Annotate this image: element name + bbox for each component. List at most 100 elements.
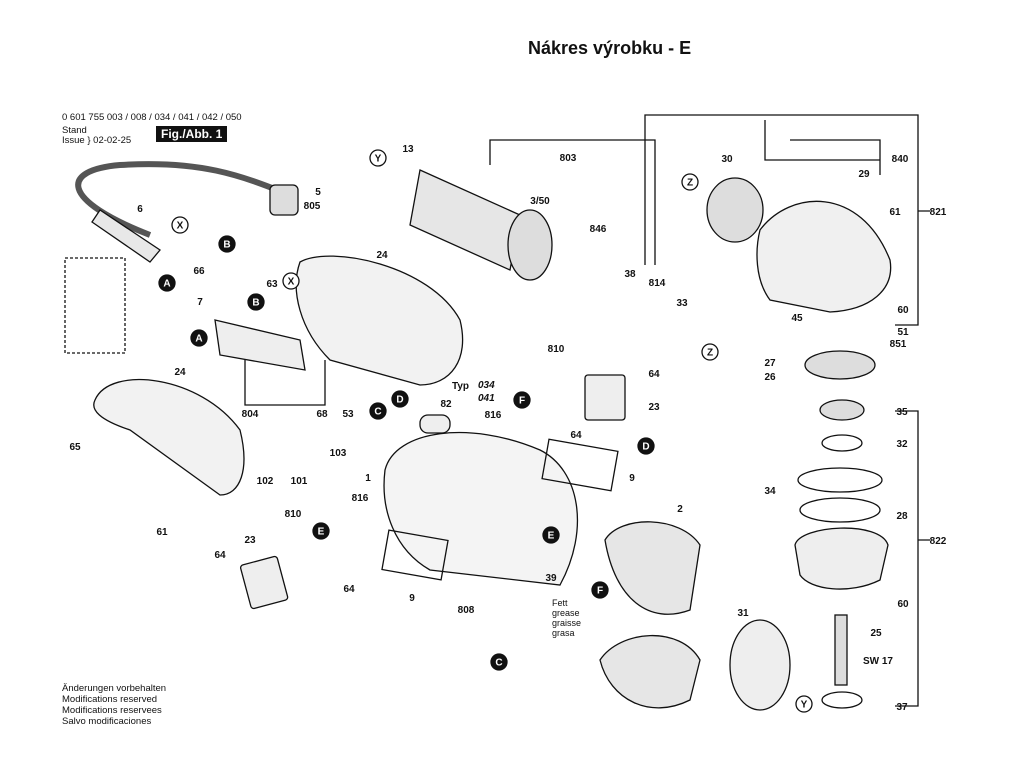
connector-letter: C xyxy=(374,407,381,418)
part-callout: 61 xyxy=(889,207,901,218)
part-callout: 27 xyxy=(764,358,776,369)
part-callout: 60 xyxy=(897,305,909,316)
note-line: Modifications reservees xyxy=(62,705,162,716)
connector-letter: Z xyxy=(687,178,693,189)
part-callout: 39 xyxy=(545,573,557,584)
bearing-flange-822 xyxy=(794,527,889,590)
type-value: 034 xyxy=(478,380,495,391)
part-callout: 32 xyxy=(896,439,908,450)
part-callout: 816 xyxy=(485,410,502,421)
plug xyxy=(269,184,299,216)
part-callout: 65 xyxy=(69,442,81,453)
note-line: Modifications reserved xyxy=(62,694,158,705)
note-line: Salvo modificaciones xyxy=(62,716,152,727)
part-callout: 24 xyxy=(376,250,388,261)
part-callout: 51 xyxy=(897,327,909,338)
switch xyxy=(214,319,306,371)
brush-holder-cover xyxy=(239,555,289,610)
part-callout: 68 xyxy=(316,409,328,420)
field-coil-lower xyxy=(599,634,701,709)
grease-text: grease xyxy=(552,608,580,618)
part-callout: 60 xyxy=(897,599,909,610)
connector-letter: C xyxy=(495,658,502,669)
connector-marker xyxy=(369,402,387,420)
connector-letter: Y xyxy=(375,154,382,165)
ring-32 xyxy=(821,434,863,452)
connector-letter: D xyxy=(642,442,649,453)
part-callout: 23 xyxy=(648,402,660,413)
connector-letter: D xyxy=(396,395,403,406)
connector-marker xyxy=(171,216,189,234)
capacitor-82 xyxy=(419,414,451,434)
connector-marker xyxy=(218,235,236,253)
connector-marker xyxy=(391,390,409,408)
bevel-gear-30 xyxy=(706,177,764,243)
armature-fan xyxy=(507,209,553,281)
connector-marker xyxy=(247,293,265,311)
connector-marker xyxy=(681,173,699,191)
part-callout: 846 xyxy=(590,224,607,235)
figure-label: Fig./Abb. 1 xyxy=(156,126,228,142)
part-callout: 45 xyxy=(791,313,803,324)
part-callout: 66 xyxy=(193,266,205,277)
part-callout: SW 17 xyxy=(863,656,893,667)
label-9-lower xyxy=(381,529,449,581)
connector-letter: E xyxy=(548,531,555,542)
part-callout: 102 xyxy=(257,476,274,487)
connector-letter: B xyxy=(252,298,259,309)
part-callout: 2 xyxy=(677,504,683,515)
gear-housing xyxy=(756,200,892,313)
part-callout: 64 xyxy=(648,369,660,380)
part-callout: 803 xyxy=(560,153,577,164)
field-coil xyxy=(604,521,701,615)
type-value: 041 xyxy=(478,393,495,404)
part-callout: 61 xyxy=(156,527,168,538)
handle-housing-right xyxy=(295,255,464,386)
flange-37 xyxy=(821,691,863,709)
connector-marker xyxy=(490,653,508,671)
connector-marker xyxy=(190,329,208,347)
part-callout: 816 xyxy=(352,493,369,504)
part-callout: 9 xyxy=(629,473,635,484)
note-line: Änderungen vorbehalten xyxy=(62,683,167,694)
grease-text: grasa xyxy=(552,628,575,638)
handle-housing-left xyxy=(93,378,245,496)
connector-letter: F xyxy=(597,586,603,597)
type-label: Typ xyxy=(452,381,469,392)
motor-housing xyxy=(383,432,579,586)
bracket-803 xyxy=(489,139,656,265)
part-callout: 64 xyxy=(570,430,582,441)
part-callout: 814 xyxy=(649,278,666,289)
stand-label: Stand xyxy=(62,125,87,136)
part-callout: 35 xyxy=(896,407,908,418)
bracket-840 xyxy=(764,120,881,175)
bearing-35 xyxy=(819,399,865,421)
spindle-25 xyxy=(834,614,848,686)
connector-marker xyxy=(591,581,609,599)
connector-letter: F xyxy=(519,396,525,407)
part-callout: 38 xyxy=(624,269,636,280)
connector-marker xyxy=(795,695,813,713)
connector-letter: X xyxy=(177,221,184,232)
grease-text: Fett xyxy=(552,598,568,608)
connector-marker xyxy=(369,149,387,167)
part-callout: 851 xyxy=(890,339,907,350)
part-callout: 808 xyxy=(458,605,475,616)
power-cord xyxy=(75,161,292,238)
part-callout: 7 xyxy=(197,297,203,308)
part-callout: 821 xyxy=(930,207,947,218)
part-callout: 26 xyxy=(764,372,776,383)
part-callout: 64 xyxy=(343,584,355,595)
connector-marker xyxy=(158,274,176,292)
part-callout: 6 xyxy=(137,204,143,215)
armature xyxy=(409,169,521,271)
part-callout: 29 xyxy=(858,169,870,180)
wiring-schematic xyxy=(64,257,126,354)
part-callout: 5 xyxy=(315,187,321,198)
part-callout: 25 xyxy=(870,628,882,639)
connector-letter: Z xyxy=(707,348,713,359)
part-callout: 101 xyxy=(291,476,308,487)
part-callout: 810 xyxy=(285,509,302,520)
part-callout: 23 xyxy=(244,535,256,546)
